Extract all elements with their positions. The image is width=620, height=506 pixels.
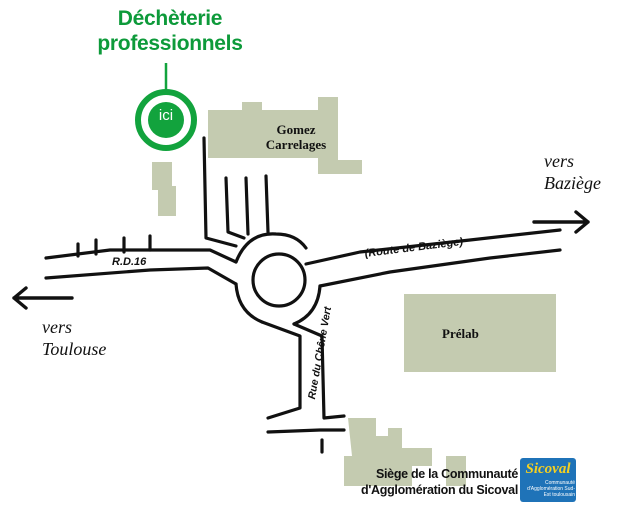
logo-wordmark: Sicoval xyxy=(525,461,571,477)
road-chene-west-edge xyxy=(260,320,302,420)
road-baziege-south-edge xyxy=(318,248,562,288)
marker-inner-disc xyxy=(148,102,184,138)
roundabout-inner xyxy=(251,252,307,308)
road-north-west-edge xyxy=(202,136,238,248)
label-vers-toulouse: vers Toulouse xyxy=(42,317,107,359)
building-gomez xyxy=(208,97,362,174)
label-gomez-carrelages: Gomez Carrelages xyxy=(265,122,327,152)
logo-subtitle: Communauté d'Agglomération Sud-Est toulo… xyxy=(527,480,575,498)
sicoval-logo: Sicoval Communauté d'Agglomération Sud-E… xyxy=(520,458,576,502)
road-north-east-1 xyxy=(244,176,250,236)
arrow-east-icon xyxy=(532,210,590,234)
road-rd16-south-edge xyxy=(44,266,238,286)
page-title: Déchèterie professionnels xyxy=(97,7,243,55)
marker-label: ici xyxy=(158,107,174,124)
building-west-small xyxy=(152,162,176,216)
label-vers-baziege: vers Baziège xyxy=(544,151,601,193)
roundabout-outer-sw xyxy=(234,282,264,324)
building-hq-annex xyxy=(446,456,466,486)
road-chene-south-edge xyxy=(266,428,346,434)
roundabout-outer-nw xyxy=(234,232,308,264)
arrow-west-icon xyxy=(12,286,74,310)
label-headquarters: Siège de la Communauté d'Agglomération d… xyxy=(361,467,518,497)
label-prelab: Prélab xyxy=(442,326,479,341)
roundabout-outer-se xyxy=(292,284,322,326)
building-prelab xyxy=(404,294,556,372)
road-chene-east-edge xyxy=(292,322,346,420)
road-north-east-2 xyxy=(264,174,270,234)
label-rd16: R.D.16 xyxy=(112,256,147,268)
road-baziege-north-edge xyxy=(304,228,562,266)
building-headquarters xyxy=(344,418,432,486)
road-north-mid-edge xyxy=(224,176,246,240)
